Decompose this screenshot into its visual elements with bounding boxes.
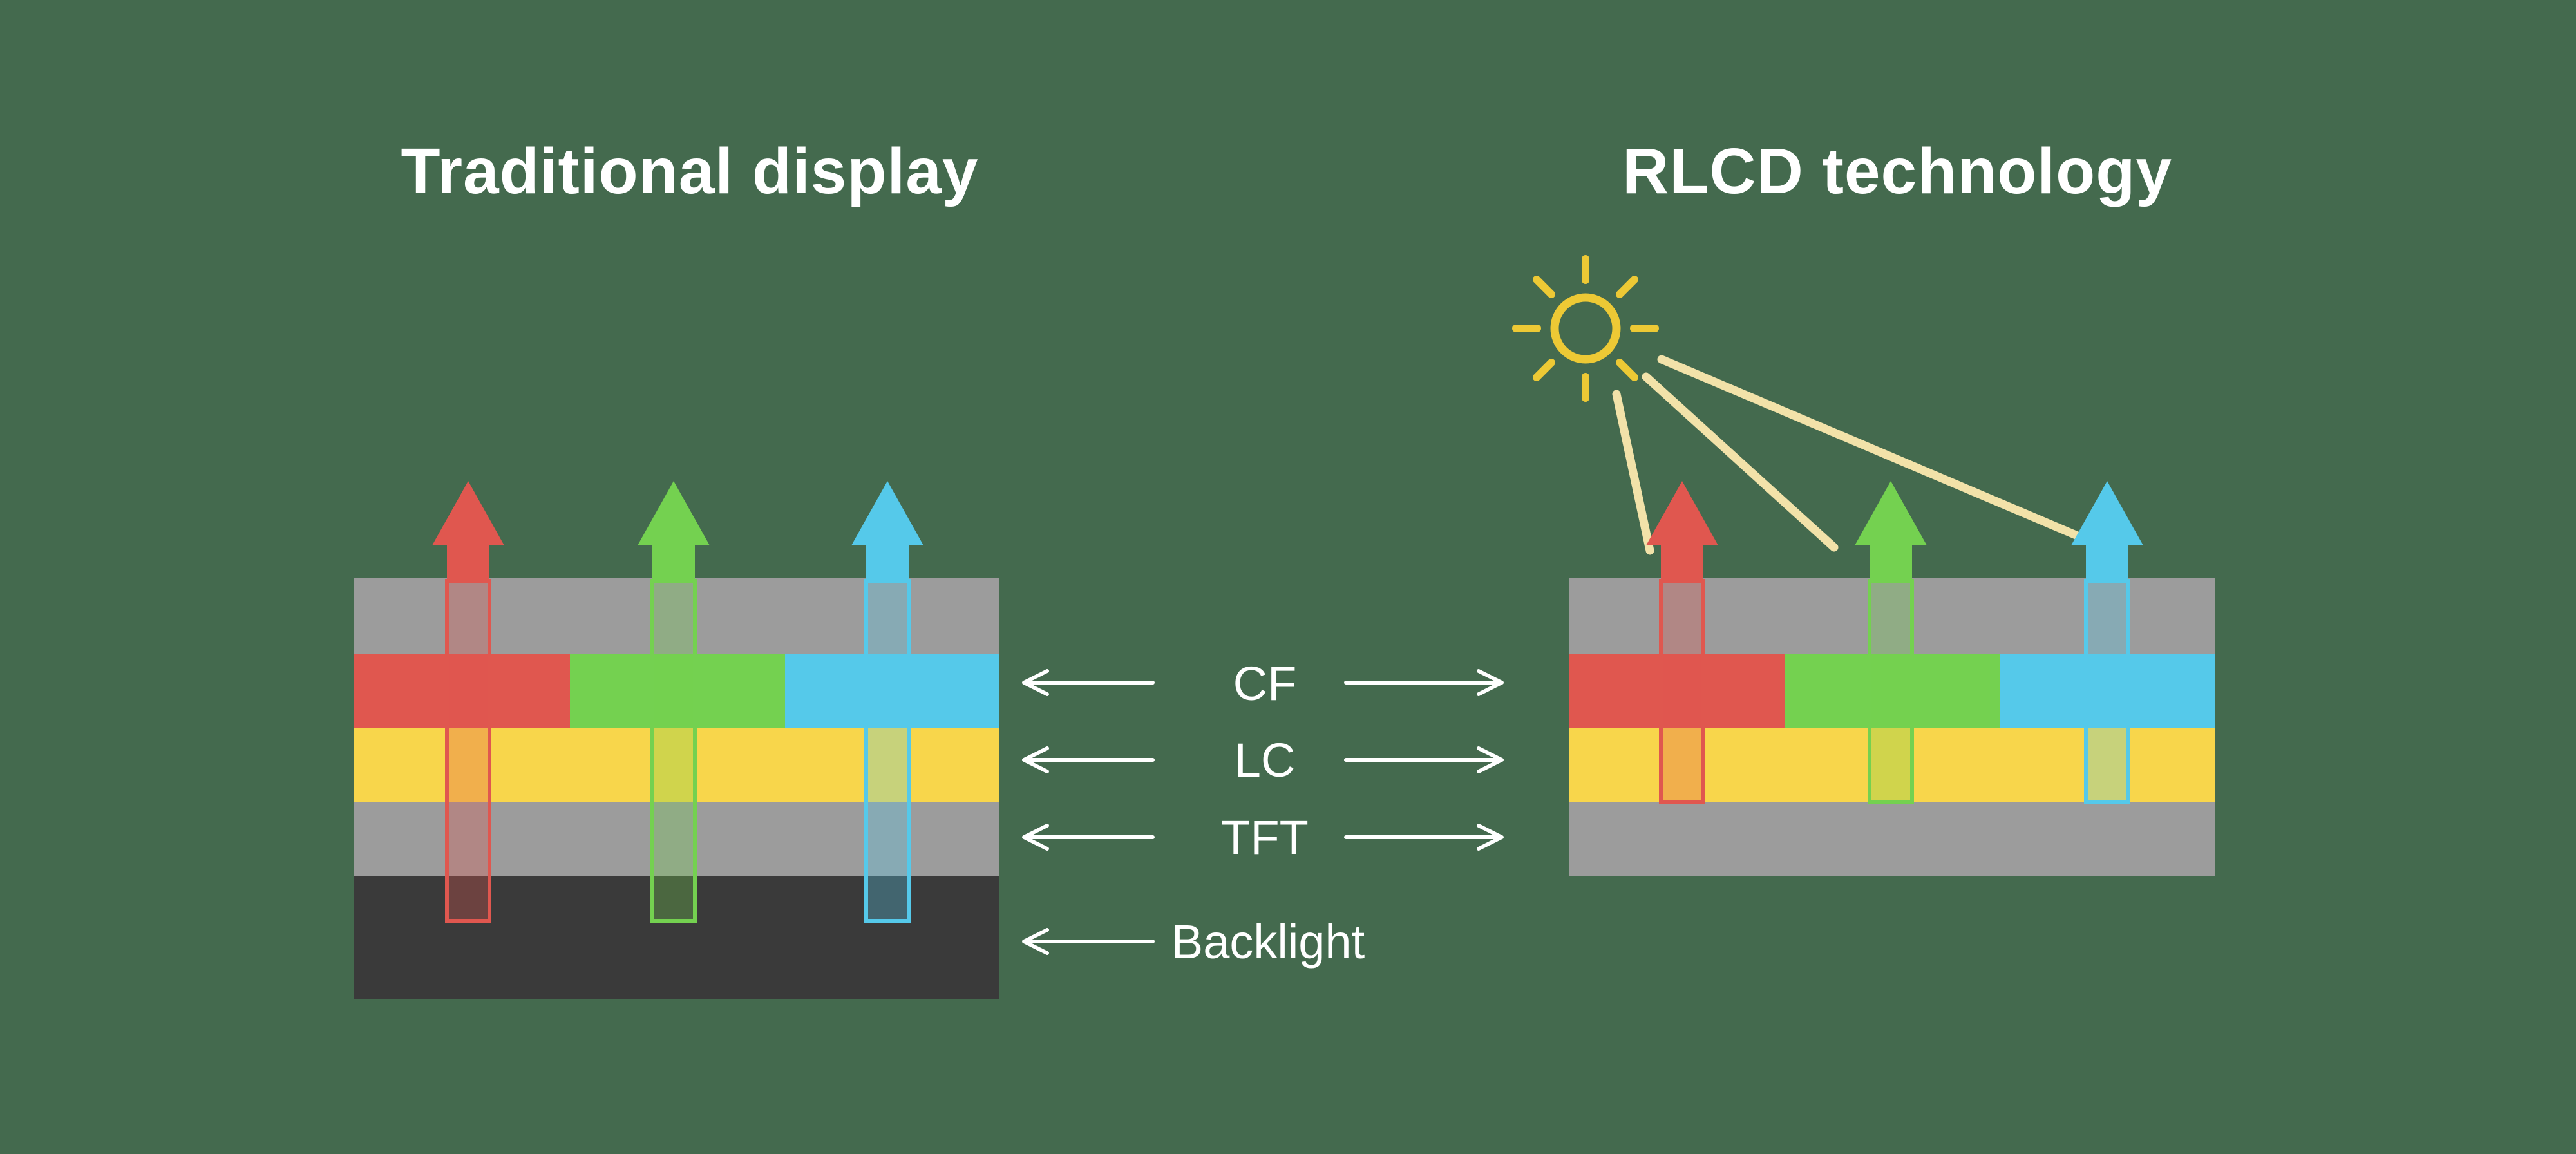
cf-layer-label: CF [1233,657,1297,710]
tft-right-arrow [1344,824,1504,851]
green-arrow-head [1855,481,1927,581]
green-arrow-shaft [650,579,697,923]
left-cf-blue-segment [785,654,999,728]
tft-layer-label: TFT [1221,811,1309,864]
red-arrow-shaft [1659,579,1705,804]
backlight-layer-label: Backlight [1171,915,1365,969]
blue-arrow-head [851,481,923,581]
blue-up-arrow [2071,481,2143,804]
sun-disc [1550,293,1621,364]
left-tft-layer [354,802,999,876]
left-backlight-layer [354,876,999,999]
left-cf-green-segment [570,654,785,728]
left-up-arrows [432,481,923,923]
blue-arrow-shaft [2084,579,2130,804]
light-ray [1612,390,1654,555]
green-up-arrow [638,481,710,923]
ambient-light-rays [1612,355,2091,555]
right-diagram-title: RLCD technology [1622,135,2172,207]
green-arrow-shaft [1868,579,1914,804]
sun-beams [1512,255,1659,402]
right-up-arrows [1646,481,2143,804]
cf-left-arrow [1022,669,1155,696]
sun-icon [1512,255,1659,402]
green-up-arrow [1855,481,1927,804]
right-cf-blue-segment [2000,654,2215,728]
left-cf-red-segment [354,654,570,728]
backlight-left-arrow [1022,928,1155,955]
blue-up-arrow [851,481,923,923]
red-arrow-head [432,481,504,581]
right-cf-red-segment [1569,654,1785,728]
red-arrow-shaft [445,579,491,923]
label-pointer-arrows [1022,669,1504,955]
light-ray [1657,355,2091,544]
right-cf-green-segment [1785,654,2000,728]
left-display-stack [354,578,999,999]
tft-left-arrow [1022,824,1155,851]
lc-left-arrow [1022,746,1155,773]
right-tft-layer [1569,802,2215,876]
blue-arrow-head [2071,481,2143,581]
right-display-stack [1569,578,2215,876]
red-up-arrow [1646,481,1718,804]
blue-arrow-shaft [864,579,911,923]
cf-right-arrow [1344,669,1504,696]
lc-right-arrow [1344,746,1504,773]
red-arrow-head [1646,481,1718,581]
left-lc-layer [354,728,999,802]
red-up-arrow [432,481,504,923]
right-lc-layer [1569,728,2215,802]
lc-layer-label: LC [1234,733,1296,787]
left-glass-layer [354,578,999,654]
left-diagram-title: Traditional display [401,135,979,207]
right-glass-layer [1569,578,2215,654]
light-ray [1642,372,1839,552]
green-arrow-head [638,481,710,581]
